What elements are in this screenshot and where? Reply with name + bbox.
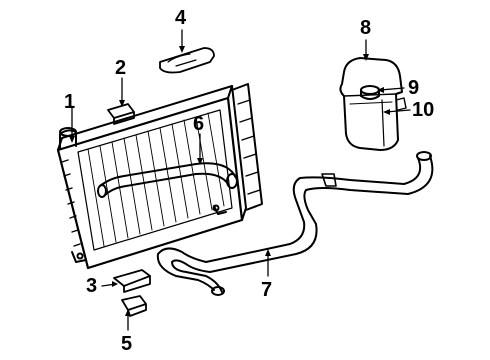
callout-4: 4	[175, 7, 187, 29]
mount-bracket-5	[121, 295, 147, 317]
callout-10: 10	[412, 99, 435, 121]
reservoir-cap	[360, 85, 380, 100]
callout-9: 9	[408, 77, 420, 99]
mount-bracket-4	[159, 47, 215, 74]
coolant-reservoir	[339, 57, 407, 151]
upper-radiator-hose	[97, 162, 238, 198]
callout-8: 8	[360, 17, 372, 39]
callout-7: 7	[261, 279, 273, 301]
mount-bracket-3	[113, 269, 151, 293]
callout-6: 6	[193, 113, 205, 135]
callout-3: 3	[86, 275, 98, 297]
leader-lines	[69, 29, 411, 331]
radiator	[56, 83, 263, 270]
callout-5: 5	[121, 333, 133, 355]
mount-bracket-2	[107, 103, 135, 125]
callout-2: 2	[115, 57, 127, 79]
callout-1: 1	[64, 91, 76, 113]
lower-radiator-hose	[156, 151, 434, 296]
